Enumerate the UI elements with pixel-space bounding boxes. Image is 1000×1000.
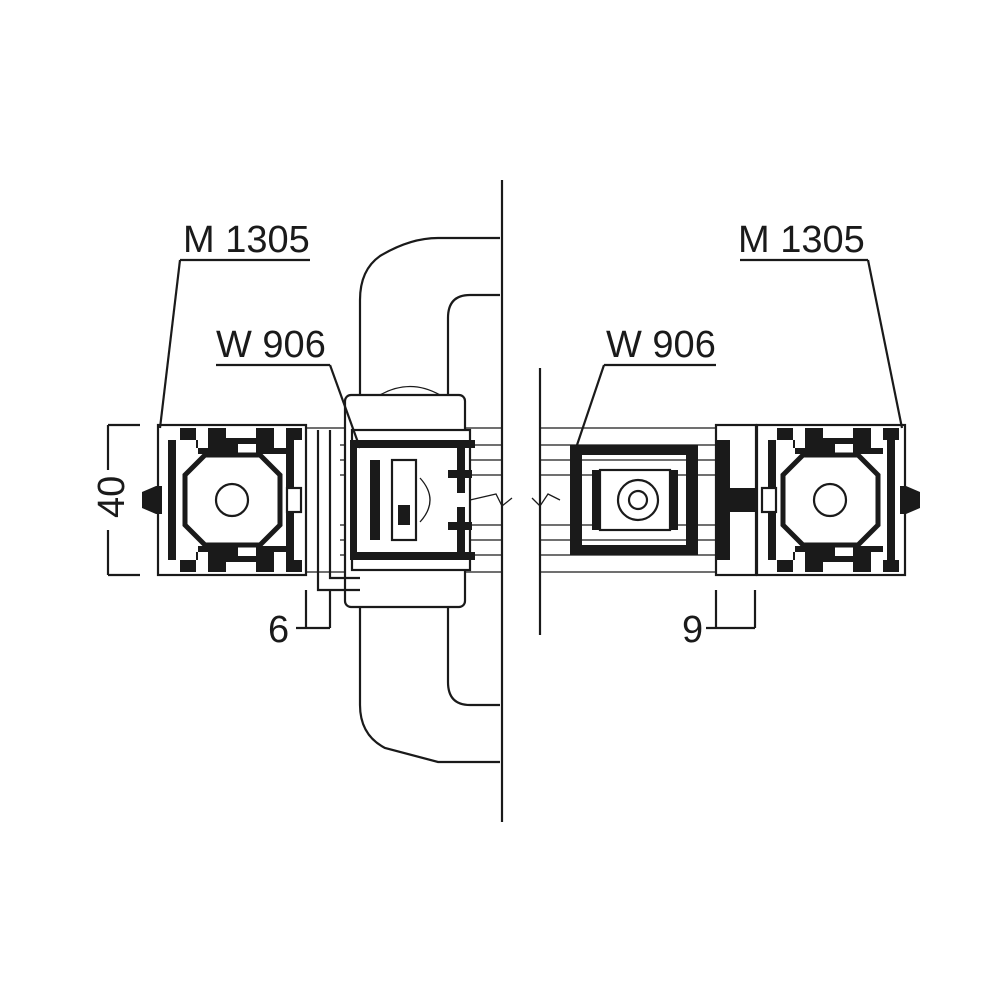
dimension-height xyxy=(106,423,140,577)
label-insert-left: W 906 xyxy=(216,324,326,366)
hinge-assembly-left xyxy=(316,385,475,609)
label-dim-right: 9 xyxy=(682,609,703,651)
profile-right-m1305 xyxy=(755,423,920,577)
dimension-right xyxy=(706,590,757,630)
leader-lines xyxy=(158,258,904,449)
label-insert-right: W 906 xyxy=(606,324,716,366)
break-mark xyxy=(469,493,561,508)
label-dim-left: 6 xyxy=(268,609,289,651)
label-profile-right: M 1305 xyxy=(738,219,865,261)
dimension-left xyxy=(296,590,332,630)
profile-left-m1305 xyxy=(142,423,308,577)
label-profile-left: M 1305 xyxy=(183,219,310,261)
label-dim-height: 40 xyxy=(91,476,133,518)
insert-right-w906 xyxy=(570,445,698,555)
connector-block-right xyxy=(714,423,758,577)
